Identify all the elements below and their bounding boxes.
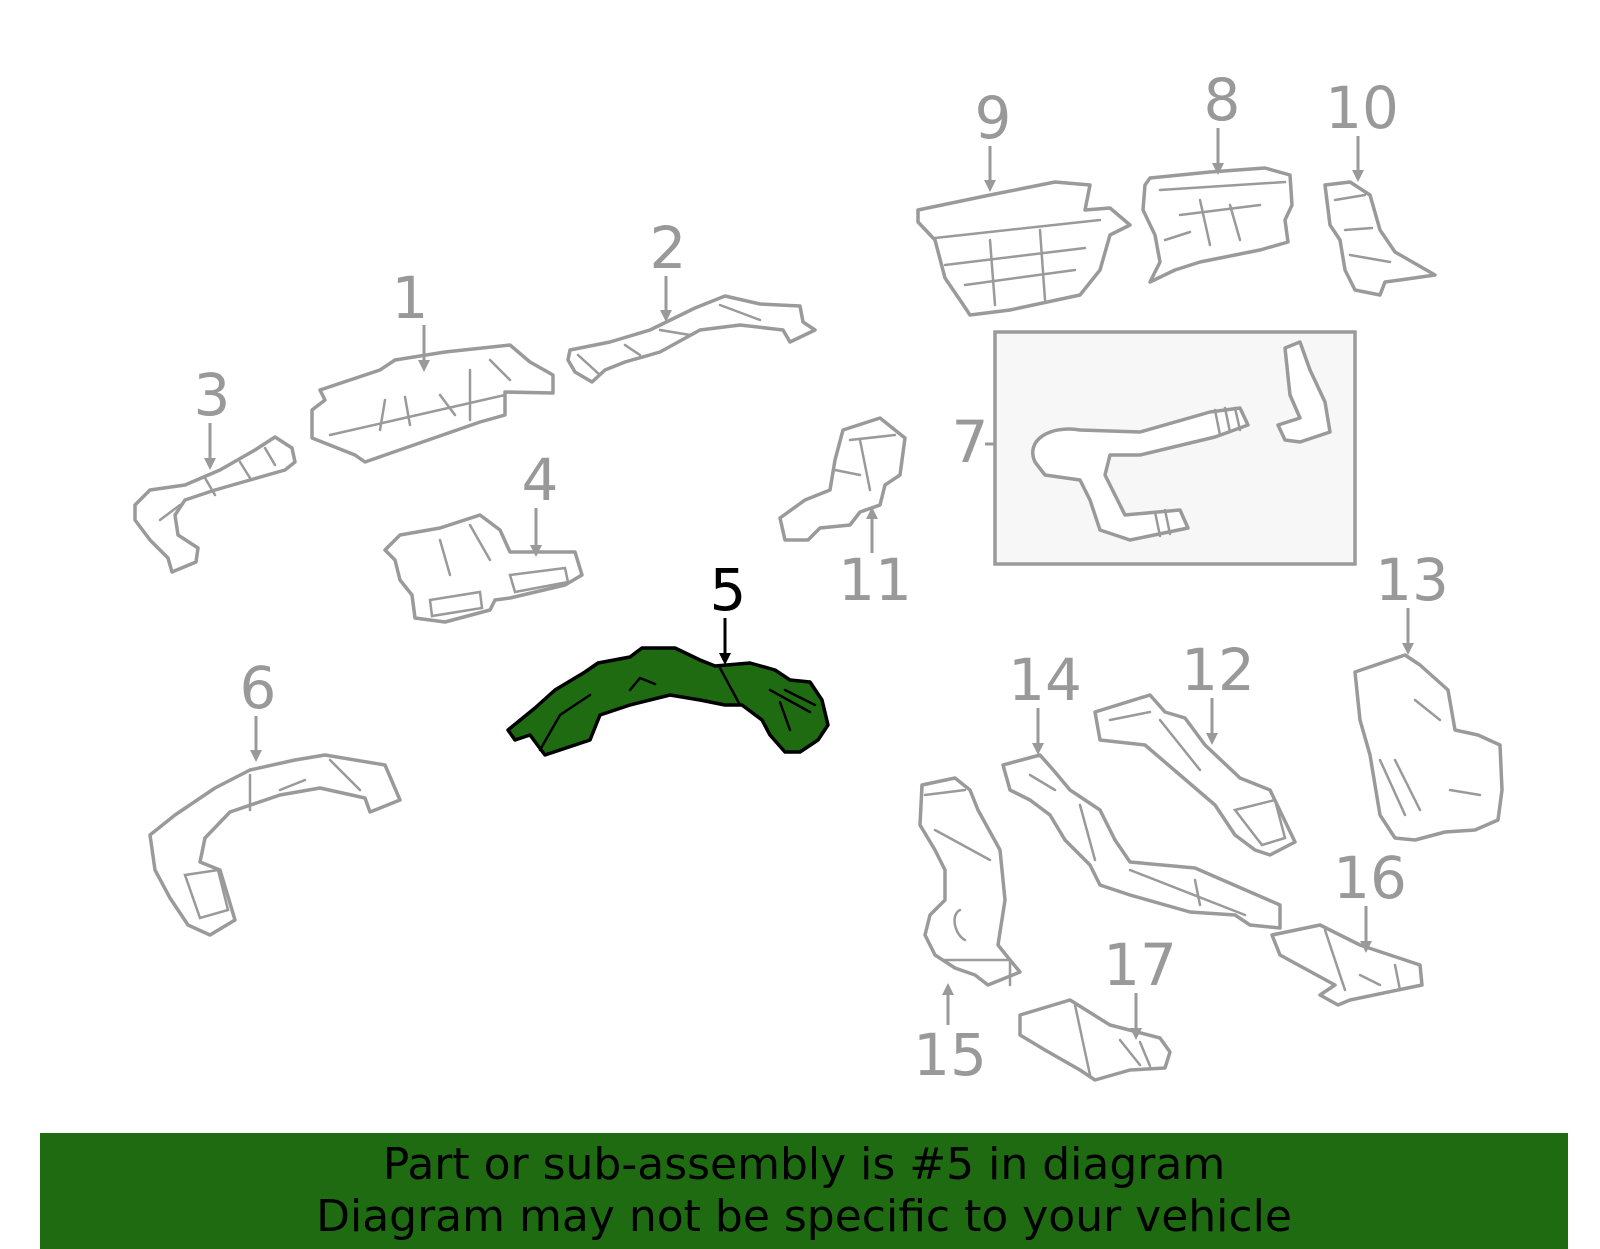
part-2-duct[interactable]: [566, 294, 817, 384]
part-14-duct[interactable]: [1001, 753, 1282, 930]
callout-label-11: 11: [838, 546, 912, 614]
callout-label-7: 7: [952, 408, 989, 476]
callout-label-14: 14: [1008, 646, 1082, 714]
callout-label-12: 12: [1181, 636, 1255, 704]
callout-9: 9: [975, 84, 1012, 192]
callout-label-8: 8: [1204, 66, 1241, 134]
part-5-duct-highlighted[interactable]: [506, 646, 830, 757]
part-13-duct[interactable]: [1353, 653, 1504, 842]
callout-label-16: 16: [1333, 844, 1407, 912]
callout-10: 10: [1325, 74, 1399, 182]
callout-1: 1: [392, 264, 430, 372]
callout-label-5: 5: [710, 556, 747, 624]
callout-16: 16: [1333, 844, 1407, 953]
callout-8: 8: [1204, 66, 1241, 175]
callout-label-13: 13: [1375, 546, 1449, 614]
callout-15: 15: [913, 983, 987, 1089]
part-4-vent[interactable]: [383, 513, 584, 624]
part-1-duct[interactable]: [310, 343, 555, 464]
callout-3: 3: [194, 361, 231, 470]
part-9-duct[interactable]: [916, 180, 1132, 317]
callout-label-9: 9: [975, 84, 1012, 152]
part-6-duct[interactable]: [148, 753, 402, 937]
callout-17: 17: [1103, 931, 1177, 1040]
callout-7: 7: [952, 408, 995, 476]
callout-2: 2: [650, 214, 687, 322]
part-16-duct[interactable]: [1270, 923, 1424, 1007]
banner-line-2: Diagram may not be specific to your vehi…: [316, 1191, 1292, 1242]
part-11-duct[interactable]: [778, 416, 907, 542]
part-7-hose-assembly[interactable]: [993, 330, 1357, 566]
part-3-duct[interactable]: [133, 435, 297, 574]
callout-label-4: 4: [522, 446, 559, 514]
callout-6: 6: [240, 654, 277, 762]
callout-label-1: 1: [392, 264, 429, 332]
callout-label-15: 15: [913, 1021, 987, 1089]
callout-label-10: 10: [1325, 74, 1399, 142]
callout-label-6: 6: [240, 654, 277, 722]
part-8-duct[interactable]: [1141, 166, 1294, 284]
callout-13: 13: [1375, 546, 1449, 655]
callout-5: 5: [710, 556, 747, 665]
part-15-duct[interactable]: [918, 776, 1022, 987]
part-10-duct[interactable]: [1323, 180, 1437, 297]
callout-label-3: 3: [194, 361, 231, 429]
callout-12: 12: [1181, 636, 1255, 745]
callout-14: 14: [1008, 646, 1082, 755]
banner-line-1: Part or sub-assembly is #5 in diagram: [382, 1139, 1226, 1190]
info-banner: Part or sub-assembly is #5 in diagram Di…: [40, 1133, 1568, 1249]
part-12-duct[interactable]: [1093, 693, 1297, 857]
callout-11: 11: [838, 507, 912, 614]
callout-label-17: 17: [1103, 931, 1177, 999]
part-17-duct[interactable]: [1018, 998, 1172, 1082]
callout-4: 4: [522, 446, 559, 557]
callout-label-2: 2: [650, 214, 687, 282]
